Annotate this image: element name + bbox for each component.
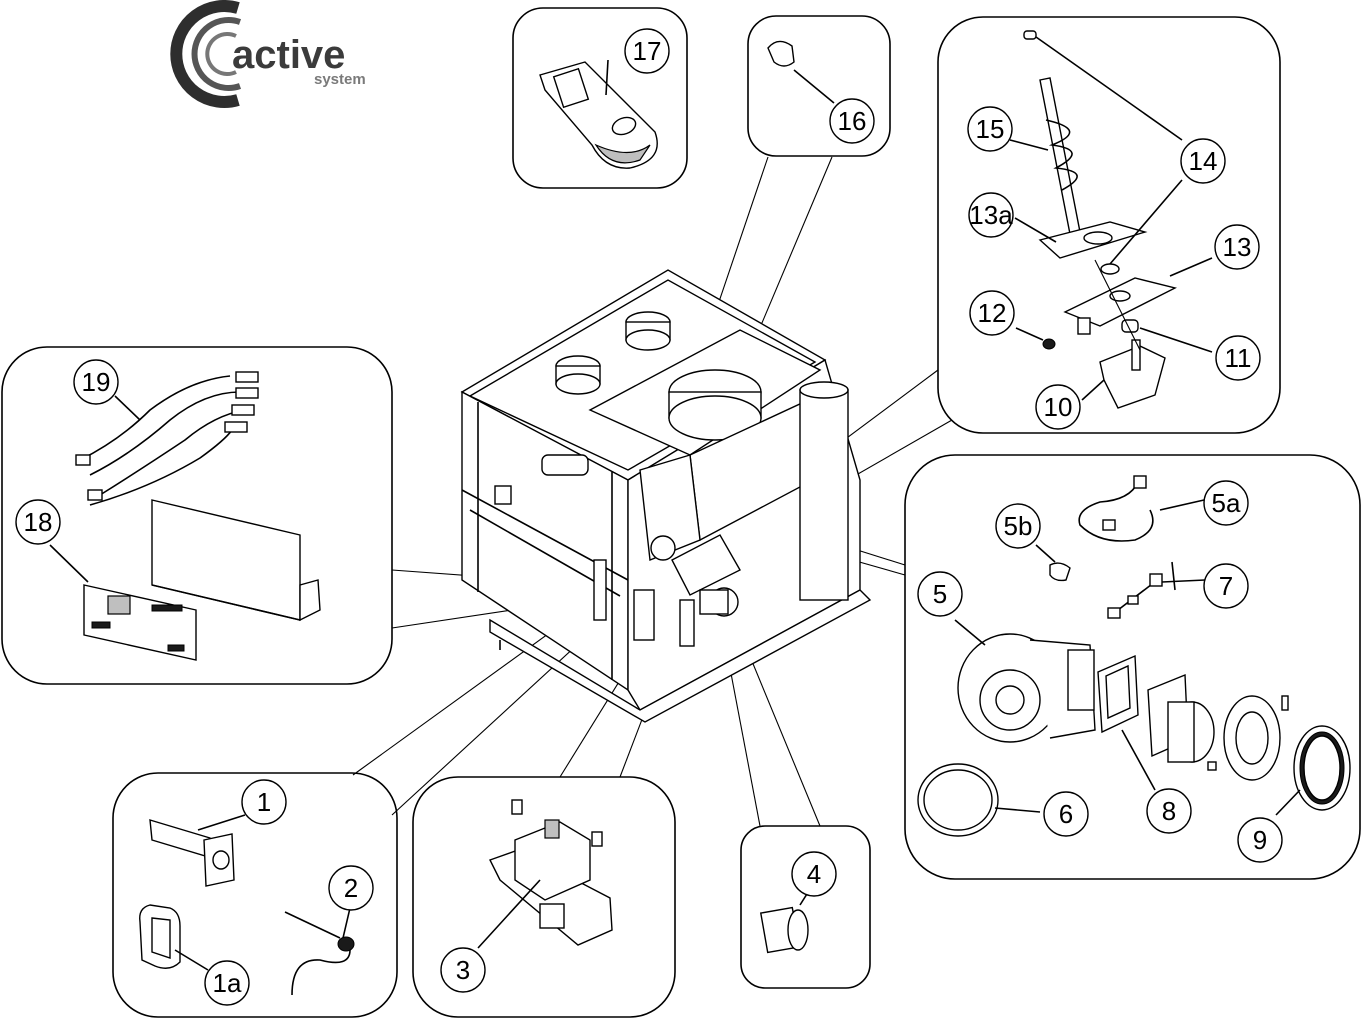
clip-part: [767, 40, 835, 104]
callout-box-17: [512, 7, 688, 189]
brand-logo: active system: [170, 0, 366, 108]
control-board-part: [49, 499, 321, 661]
callout-box-fan: [904, 454, 1361, 880]
fan-assembly-part: [917, 475, 1351, 837]
callout-19: 19: [73, 359, 119, 405]
callout-15: 15: [967, 106, 1013, 152]
callout-13a: 13a: [968, 192, 1014, 238]
callout-6: 6: [1043, 791, 1089, 837]
callout-label-6: 6: [1059, 799, 1073, 829]
callout-4: 4: [791, 851, 837, 897]
callout-1a: 1a: [204, 960, 250, 1006]
callout-label-12: 12: [978, 298, 1007, 328]
callout-label-13a: 13a: [969, 200, 1013, 230]
callout-11: 11: [1215, 335, 1261, 381]
callout-box-sensors: [112, 772, 398, 1018]
callout-box-4: [740, 825, 871, 989]
callout-label-15: 15: [976, 114, 1005, 144]
remote-control-part: [539, 59, 658, 169]
callout-label-19: 19: [82, 367, 111, 397]
callout-box-3: [412, 776, 676, 1018]
callout-label-9: 9: [1253, 825, 1267, 855]
callout-label-18: 18: [24, 507, 53, 537]
sleeve-part: [759, 885, 813, 954]
callout-label-8: 8: [1162, 796, 1176, 826]
callout-14: 14: [1180, 138, 1226, 184]
callout-label-13: 13: [1223, 232, 1252, 262]
sensor-parts: [139, 814, 355, 996]
callout-5b: 5b: [995, 503, 1041, 549]
callout-label-4: 4: [807, 859, 821, 889]
callout-5: 5: [917, 571, 963, 617]
auger-assembly-part: [1009, 30, 1213, 409]
wiring-harness-part: [75, 371, 259, 506]
callout-label-11: 11: [1225, 343, 1252, 373]
brand-subtitle: system: [314, 71, 366, 88]
igniter-bracket-part: [477, 799, 613, 949]
callout-1: 1: [241, 779, 287, 825]
callout-box-auger: [937, 16, 1281, 434]
callout-label-5a: 5a: [1212, 488, 1241, 518]
callout-3: 3: [440, 947, 486, 993]
callout-12: 12: [969, 290, 1015, 336]
callout-13: 13: [1214, 224, 1260, 270]
callout-2: 2: [328, 865, 374, 911]
callout-label-14: 14: [1189, 146, 1218, 176]
callout-box-electronics: [1, 346, 393, 685]
callout-label-16: 16: [838, 106, 867, 136]
callout-label-2: 2: [344, 873, 358, 903]
callout-label-1a: 1a: [213, 968, 242, 998]
callout-5a: 5a: [1203, 480, 1249, 526]
main-boiler-unit: [460, 269, 872, 723]
callout-9: 9: [1237, 817, 1283, 863]
callout-label-5: 5: [933, 579, 947, 609]
brand-name: active: [232, 33, 345, 77]
callout-label-1: 1: [257, 787, 271, 817]
callout-box-16: [747, 15, 891, 157]
callout-7: 7: [1203, 563, 1249, 609]
callout-8: 8: [1146, 788, 1192, 834]
callout-label-5b: 5b: [1004, 511, 1033, 541]
callout-17: 17: [624, 28, 670, 74]
callout-10: 10: [1035, 384, 1081, 430]
callout-18: 18: [15, 499, 61, 545]
callout-label-17: 17: [633, 36, 662, 66]
callout-label-7: 7: [1219, 571, 1233, 601]
callout-label-3: 3: [456, 955, 470, 985]
callout-16: 16: [829, 98, 875, 144]
callout-label-10: 10: [1044, 392, 1073, 422]
